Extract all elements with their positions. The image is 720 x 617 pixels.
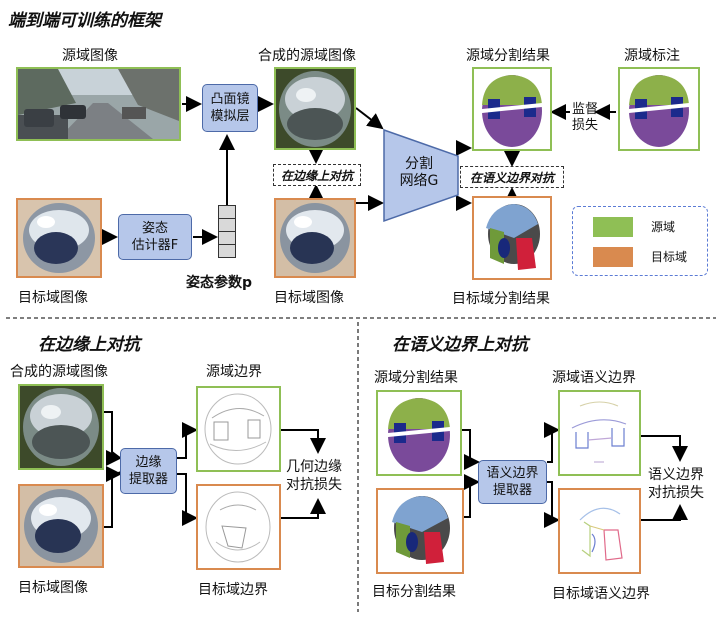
br-source-seg-image <box>376 390 462 476</box>
arrow-sem-extractor-to-src-boundary <box>544 422 560 463</box>
source-seg-image <box>472 67 552 151</box>
arrow-tgt-boundary-to-loss <box>641 504 688 521</box>
pose-estimator-box: 姿态 估计器F <box>118 214 192 260</box>
target-image-label-mid: 目标域图像 <box>274 290 344 306</box>
legend-target-swatch <box>593 247 633 267</box>
pose-params-stack <box>218 205 236 267</box>
seg-network-trapezoid <box>383 128 459 223</box>
bl-target-image-label: 目标域图像 <box>18 580 88 596</box>
source-street-image <box>16 67 181 141</box>
target-fisheye-image-left <box>16 198 102 278</box>
source-annot-image <box>618 67 700 151</box>
synth-source-image <box>274 67 356 150</box>
convex-mirror-layer-box: 凸面镜 模拟层 <box>202 84 258 132</box>
arrow-target-to-edge-extractor <box>104 471 121 528</box>
arrow-srcseg-to-sem-extractor <box>462 429 480 470</box>
convex-mirror-layer-text: 凸面镜 模拟层 <box>210 92 250 124</box>
source-annot-label: 源域标注 <box>624 48 680 64</box>
semantic-boundary-extractor-text: 语义边界 提取器 <box>486 466 539 498</box>
geo-edge-loss-label: 几何边缘 对抗损失 <box>286 459 342 493</box>
br-source-seg-label: 源域分割结果 <box>374 370 458 386</box>
source-edge-label: 源域边界 <box>206 364 262 380</box>
target-seg-label: 目标域分割结果 <box>452 291 550 307</box>
semantic-adversarial-title: 在语义边界上对抗 <box>392 335 528 355</box>
target-fisheye-image-mid <box>274 198 356 278</box>
edge-adversarial-tag: 在边缘上对抗 <box>273 164 361 186</box>
main-title: 端到端可训练的框架 <box>8 11 161 31</box>
source-semantic-boundary-image <box>558 390 641 476</box>
arrow-extractor-to-tgt-edge <box>177 473 198 526</box>
pose-params-label: 姿态参数p <box>186 275 253 291</box>
pose-estimator-text: 姿态 估计器F <box>131 221 179 253</box>
edge-extractor-text: 边缘 提取器 <box>128 455 168 487</box>
legend-source-label: 源域 <box>651 220 676 234</box>
target-image-label-left: 目标域图像 <box>18 290 88 306</box>
br-target-seg-image <box>376 488 464 574</box>
seg-network-label: 分割 网络G <box>399 156 439 189</box>
edge-adversarial-title: 在边缘上对抗 <box>38 335 140 355</box>
source-image-label: 源域图像 <box>62 48 118 64</box>
target-seg-image <box>472 196 552 280</box>
arrow-src-boundary-to-loss <box>641 435 688 462</box>
semantic-boundary-extractor-box: 语义边界 提取器 <box>478 460 547 504</box>
target-edge-label: 目标域边界 <box>198 582 268 598</box>
legend-source-swatch <box>593 217 633 237</box>
source-edge-image <box>196 386 281 472</box>
supervised-loss-label: 监督 损失 <box>572 102 599 133</box>
br-target-seg-label: 目标分割结果 <box>372 584 456 600</box>
target-semantic-boundary-image <box>558 488 641 574</box>
legend-box: 源域 目标域 <box>572 206 708 276</box>
arrow-src-edge-to-loss <box>281 429 326 454</box>
arrow-sem-extractor-to-tgt-boundary <box>544 481 560 528</box>
semantic-boundary-loss-label: 语义边界 对抗损失 <box>648 467 704 501</box>
bl-synth-source-label: 合成的源域图像 <box>10 364 108 380</box>
target-edge-image <box>196 484 281 570</box>
edge-adversarial-tag-text: 在边缘上对抗 <box>280 168 353 183</box>
arrow-synth-to-edge-extractor <box>104 411 121 459</box>
semantic-adversarial-tag: 在语义边界对抗 <box>460 166 564 188</box>
semantic-adversarial-tag-text: 在语义边界对抗 <box>469 170 554 185</box>
legend-target-label: 目标域 <box>651 250 688 264</box>
source-semantic-boundary-label: 源域语义边界 <box>552 370 636 386</box>
bl-target-image <box>18 484 104 568</box>
arrow-tgt-edge-to-loss <box>281 498 326 519</box>
arrow-extractor-to-src-edge <box>177 422 198 459</box>
arrow-tgtseg-to-sem-extractor <box>464 474 480 518</box>
source-seg-label: 源域分割结果 <box>466 48 550 64</box>
synth-source-label: 合成的源域图像 <box>258 48 356 64</box>
edge-extractor-box: 边缘 提取器 <box>120 448 177 494</box>
target-semantic-boundary-label: 目标域语义边界 <box>552 586 650 602</box>
bl-synth-source-image <box>18 384 104 470</box>
arrow-synth-to-seg <box>355 107 384 130</box>
